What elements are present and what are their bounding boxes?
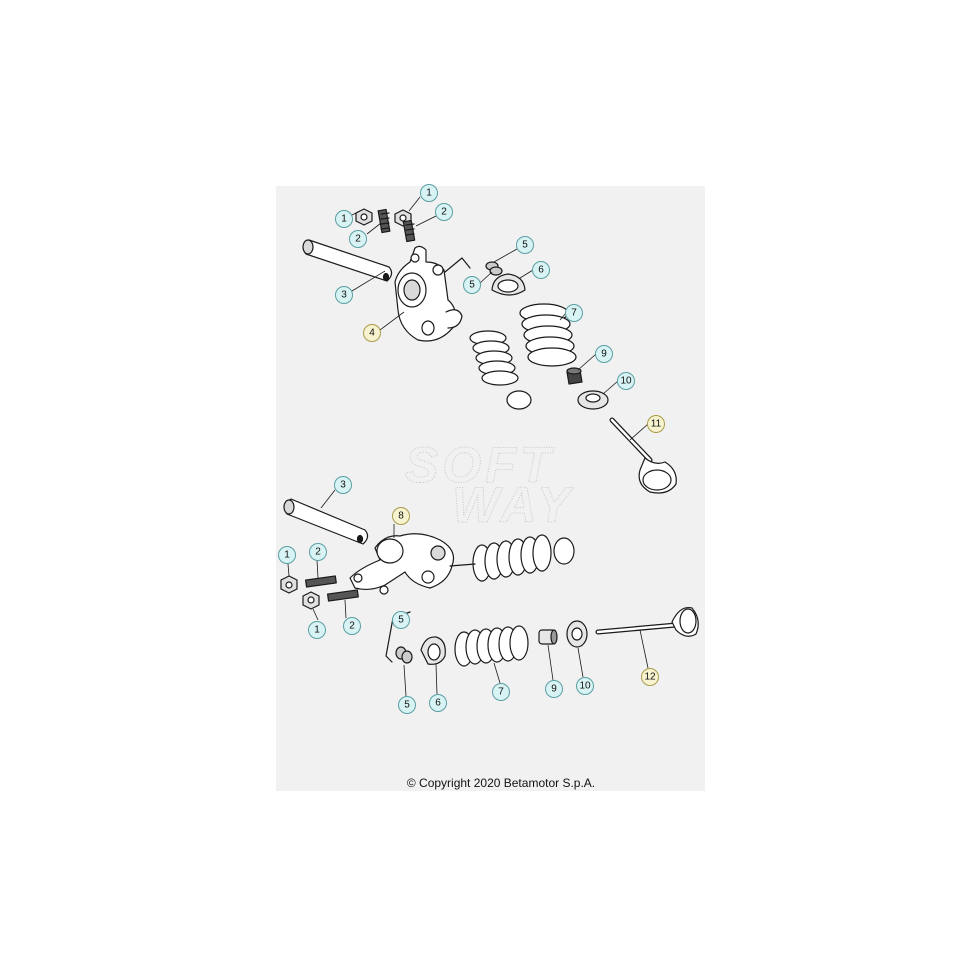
callout-group: 1 2 1 2 3 4 5 5 6 7 9 10 11 3 8 1 2 1 2 …: [278, 184, 665, 714]
callout-6-lower: 6: [429, 694, 447, 712]
callout-3-upper: 3: [335, 286, 353, 304]
svg-text:9: 9: [551, 684, 557, 695]
valve-spring-lower-inner: [472, 534, 575, 582]
rocker-shaft-lower: [283, 498, 369, 545]
callout-10-upper: 10: [617, 372, 635, 390]
svg-text:2: 2: [441, 207, 447, 218]
valve-upper: [609, 417, 677, 494]
rocker-shaft-upper: [302, 239, 393, 282]
nut-upper-left: [355, 208, 373, 226]
valve-lower: [595, 606, 699, 637]
adjuster-screw-upper-left: [377, 208, 391, 234]
watermark-line-2: WAY: [452, 477, 575, 533]
svg-text:1: 1: [341, 214, 347, 225]
svg-text:2: 2: [355, 234, 361, 245]
rocker-arm-upper: [394, 245, 463, 342]
callout-5-lower-b: 5: [398, 696, 416, 714]
svg-text:2: 2: [349, 621, 355, 632]
svg-text:10: 10: [579, 681, 591, 692]
callout-1-lower-top: 1: [278, 546, 296, 564]
spring-seat-upper: [577, 390, 609, 410]
valve-spring-upper-inner: [469, 330, 532, 410]
callout-8-rocker-lower: 8: [392, 507, 410, 525]
nut-lower-lower: [302, 591, 320, 610]
callout-2-upper-left: 2: [349, 230, 367, 248]
rocker-arm-lower: [349, 533, 455, 595]
copyright-text: © Copyright 2020 Betamotor S.p.A.: [406, 776, 596, 790]
svg-text:4: 4: [369, 328, 375, 339]
spring-retainer-upper: [491, 273, 526, 296]
callout-5-upper-a: 5: [516, 236, 534, 254]
cotter-clip-lower: [385, 611, 413, 664]
leader-lines: [287, 196, 649, 697]
svg-text:10: 10: [620, 376, 632, 387]
callout-9-upper: 9: [595, 345, 613, 363]
svg-text:3: 3: [340, 480, 346, 491]
adjuster-screw-lower-upper: [304, 575, 337, 588]
callout-1-upper-right: 1: [420, 184, 438, 202]
callout-2-lower-bottom: 2: [343, 617, 361, 635]
valve-stem-seal-lower: [538, 629, 558, 645]
cotter-clip-upper: [444, 257, 503, 276]
svg-text:8: 8: [398, 511, 404, 522]
callout-1-lower-bottom: 1: [308, 621, 326, 639]
svg-text:2: 2: [315, 547, 321, 558]
valve-stem-lower-inner: [449, 563, 476, 567]
callout-12-valve-lower: 12: [641, 668, 659, 686]
svg-text:5: 5: [469, 280, 475, 291]
svg-text:3: 3: [341, 290, 347, 301]
spring-retainer-lower: [420, 636, 446, 665]
nut-lower-upper: [280, 575, 298, 594]
svg-text:12: 12: [644, 672, 656, 683]
callout-10-lower: 10: [576, 677, 594, 695]
callout-1-upper-left: 1: [335, 210, 353, 228]
svg-text:5: 5: [404, 700, 410, 711]
svg-text:1: 1: [314, 625, 320, 636]
callout-6-upper: 6: [532, 261, 550, 279]
svg-text:6: 6: [435, 698, 441, 709]
svg-text:9: 9: [601, 349, 607, 360]
spring-seat-lower: [566, 620, 588, 648]
svg-text:1: 1: [284, 550, 290, 561]
valve-spring-upper-outer: [519, 303, 577, 367]
svg-text:7: 7: [498, 687, 504, 698]
watermark: SOFT WAY: [405, 437, 575, 534]
svg-text:6: 6: [538, 265, 544, 276]
adjuster-screw-upper-right: [402, 219, 416, 243]
callout-5-lower-a: 5: [392, 611, 410, 629]
svg-text:11: 11: [651, 419, 662, 430]
valve-stem-seal-upper: [566, 367, 583, 385]
adjuster-screw-lower-lower: [326, 589, 359, 602]
callout-9-lower: 9: [545, 680, 563, 698]
svg-text:5: 5: [398, 615, 404, 626]
valve-spring-lower-outer: [454, 625, 529, 667]
svg-text:5: 5: [522, 240, 528, 251]
callout-2-upper-right: 2: [435, 203, 453, 221]
svg-text:7: 7: [571, 308, 577, 319]
callout-7-upper: 7: [565, 304, 583, 322]
callout-2-lower-top: 2: [309, 543, 327, 561]
callout-4-rocker-upper: 4: [363, 324, 381, 342]
callout-7-lower: 7: [492, 683, 510, 701]
callout-11-valve-upper: 11: [647, 415, 665, 433]
callout-5-upper-b: 5: [463, 276, 481, 294]
svg-text:1: 1: [426, 188, 432, 199]
watermark-line-1: SOFT: [405, 437, 555, 493]
callout-3-lower: 3: [334, 476, 352, 494]
